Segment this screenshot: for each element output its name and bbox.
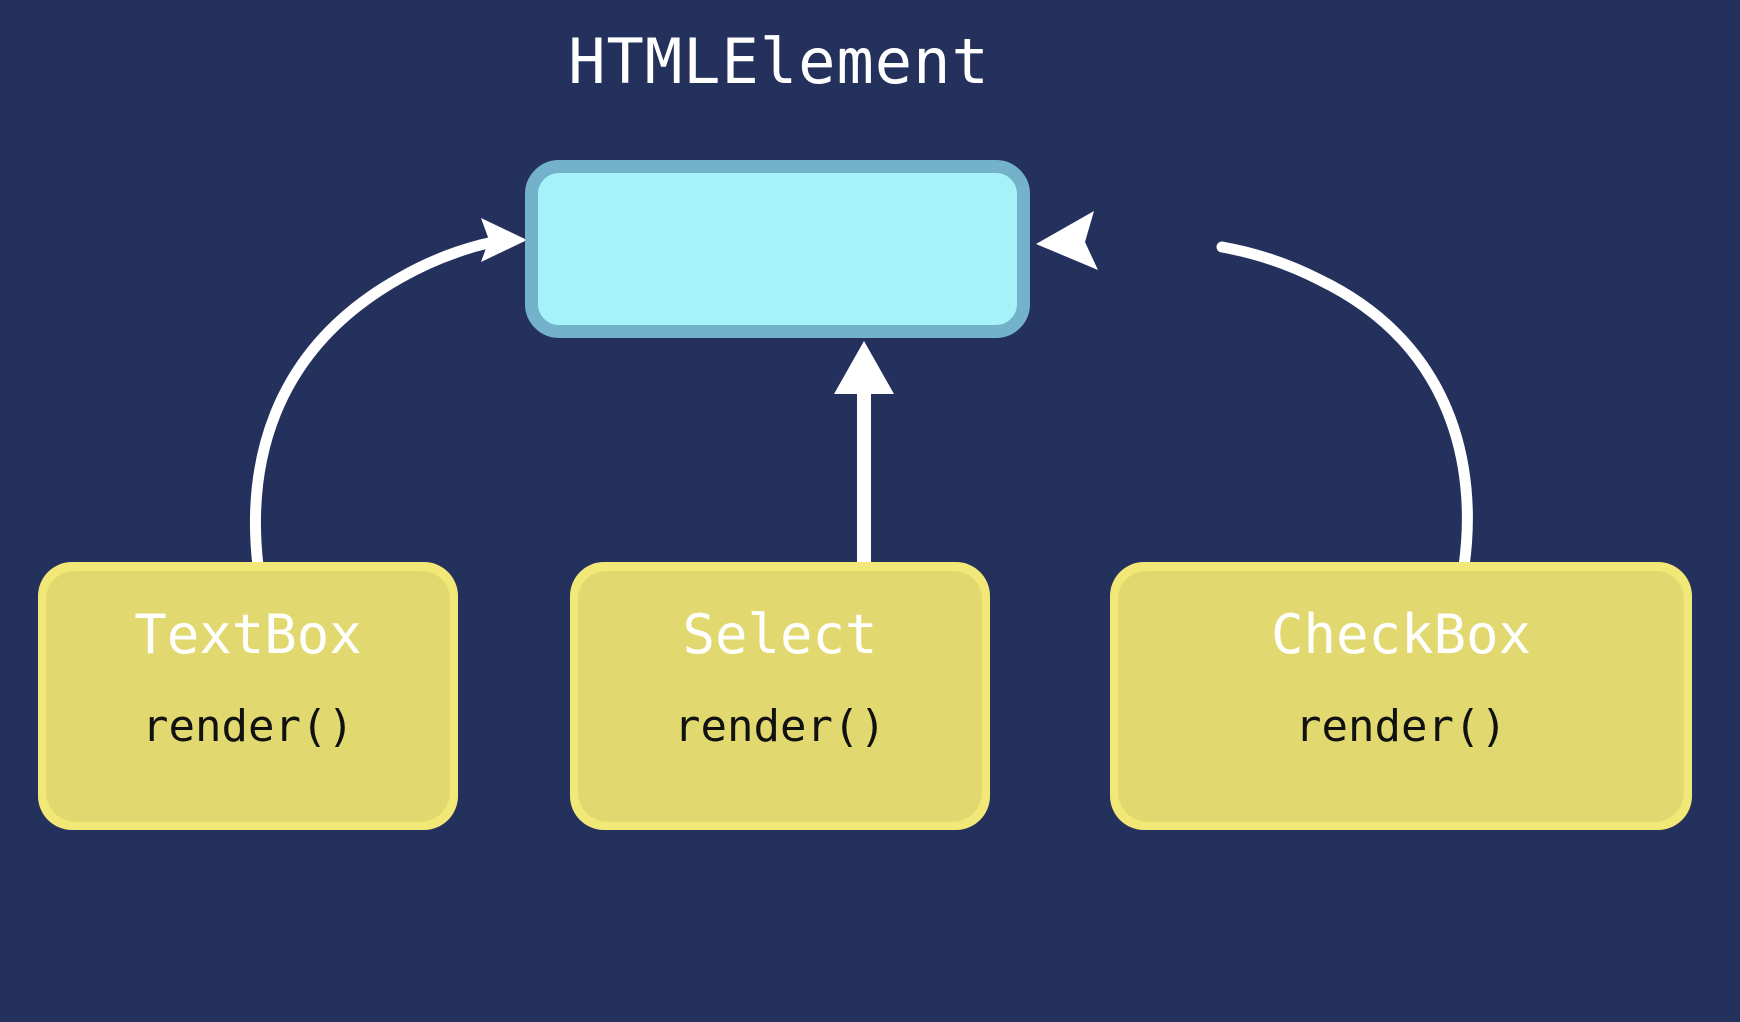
page-title: HTMLElement	[568, 25, 990, 98]
inheritance-arrow-checkbox	[1036, 211, 1473, 572]
class-node-textbox[interactable]: TextBox render()	[38, 562, 458, 830]
class-node-checkbox-method: render()	[1295, 700, 1507, 752]
class-node-select[interactable]: Select render()	[570, 562, 990, 830]
class-node-htmlelement[interactable]	[525, 160, 1030, 338]
class-node-textbox-method: render()	[142, 700, 354, 752]
class-node-textbox-body: TextBox render()	[46, 571, 450, 822]
inheritance-arrow-textbox	[249, 218, 527, 572]
inheritance-arrow-select	[834, 341, 894, 566]
class-node-textbox-title: TextBox	[134, 603, 362, 666]
class-node-checkbox[interactable]: CheckBox render()	[1110, 562, 1692, 830]
class-node-checkbox-body: CheckBox render()	[1118, 571, 1684, 822]
class-node-select-method: render()	[674, 700, 886, 752]
class-node-select-body: Select render()	[578, 571, 982, 822]
class-node-checkbox-title: CheckBox	[1270, 603, 1532, 666]
class-node-select-title: Select	[682, 603, 878, 666]
